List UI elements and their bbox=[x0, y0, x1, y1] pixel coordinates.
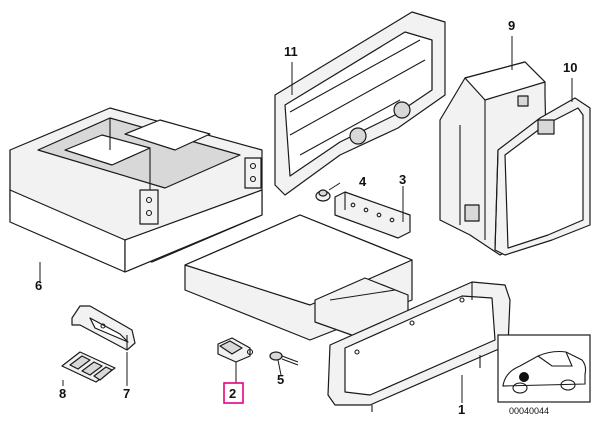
callout-6: 6 bbox=[35, 278, 42, 293]
callout-10: 10 bbox=[563, 60, 577, 75]
reference-code: 00040044 bbox=[509, 406, 549, 416]
part-3-strip[interactable] bbox=[334, 191, 411, 239]
callout-7: 7 bbox=[123, 386, 130, 401]
callout-2-highlight-box bbox=[223, 382, 244, 404]
callout-5: 5 bbox=[277, 372, 284, 387]
callout-1: 1 bbox=[458, 402, 465, 417]
callout-9: 9 bbox=[508, 18, 515, 33]
callout-11: 11 bbox=[284, 44, 298, 59]
callout-2: 2 bbox=[229, 386, 236, 401]
location-marker-icon bbox=[519, 372, 529, 382]
part-1-module[interactable] bbox=[327, 281, 511, 412]
part-5-screw[interactable] bbox=[269, 351, 299, 366]
part-10-lid[interactable] bbox=[494, 97, 591, 256]
part-2-retainer[interactable] bbox=[217, 337, 254, 363]
callouts: 11 9 10 4 3 6 7 8 2 5 1 bbox=[35, 18, 577, 417]
control-unit bbox=[184, 214, 413, 341]
callout-3: 3 bbox=[399, 172, 406, 187]
part-4-grommet[interactable] bbox=[315, 189, 331, 202]
part-8-clip[interactable] bbox=[61, 351, 116, 383]
car-location-inset: 00040044 bbox=[497, 334, 591, 416]
part-6-bracket-tray[interactable] bbox=[9, 107, 263, 273]
leader-lines bbox=[39, 36, 573, 403]
callout-8: 8 bbox=[59, 386, 66, 401]
part-11-holder-plate[interactable] bbox=[274, 11, 446, 196]
callout-4: 4 bbox=[359, 174, 367, 189]
part-7-bracket[interactable] bbox=[71, 305, 136, 351]
